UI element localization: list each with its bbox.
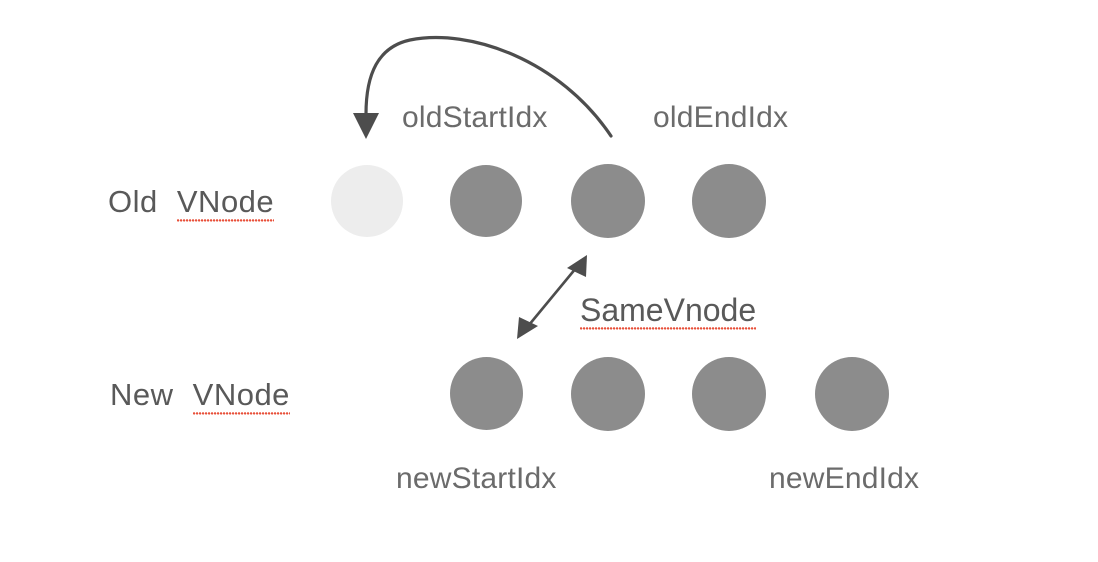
new-start-idx-label: newStartIdx bbox=[396, 462, 557, 495]
old-node-3[interactable] bbox=[692, 164, 766, 238]
old-end-idx-label: oldEndIdx bbox=[653, 101, 789, 134]
old-row-label-prefix: Old bbox=[108, 184, 158, 219]
new-row-label: New VNode bbox=[110, 377, 290, 413]
new-node-1[interactable] bbox=[571, 357, 645, 431]
old-start-idx-label: oldStartIdx bbox=[402, 101, 548, 134]
same-vnode-text: SameVnode bbox=[580, 292, 757, 328]
old-node-1[interactable] bbox=[450, 165, 522, 237]
new-row-label-word: VNode bbox=[192, 377, 290, 412]
new-node-3[interactable] bbox=[815, 357, 889, 431]
new-end-idx-label: newEndIdx bbox=[769, 462, 920, 495]
old-row-label-word: VNode bbox=[176, 184, 275, 219]
new-row-label-prefix: New bbox=[110, 377, 174, 412]
same-vnode-annotation: SameVnode bbox=[580, 292, 756, 329]
old-node-2[interactable] bbox=[571, 164, 645, 238]
old-row-label: Old VNode bbox=[108, 184, 274, 220]
same-vnode-double-arrow bbox=[517, 255, 587, 339]
old-node-0[interactable] bbox=[331, 165, 403, 237]
new-node-2[interactable] bbox=[692, 357, 766, 431]
new-node-0[interactable] bbox=[450, 357, 523, 430]
